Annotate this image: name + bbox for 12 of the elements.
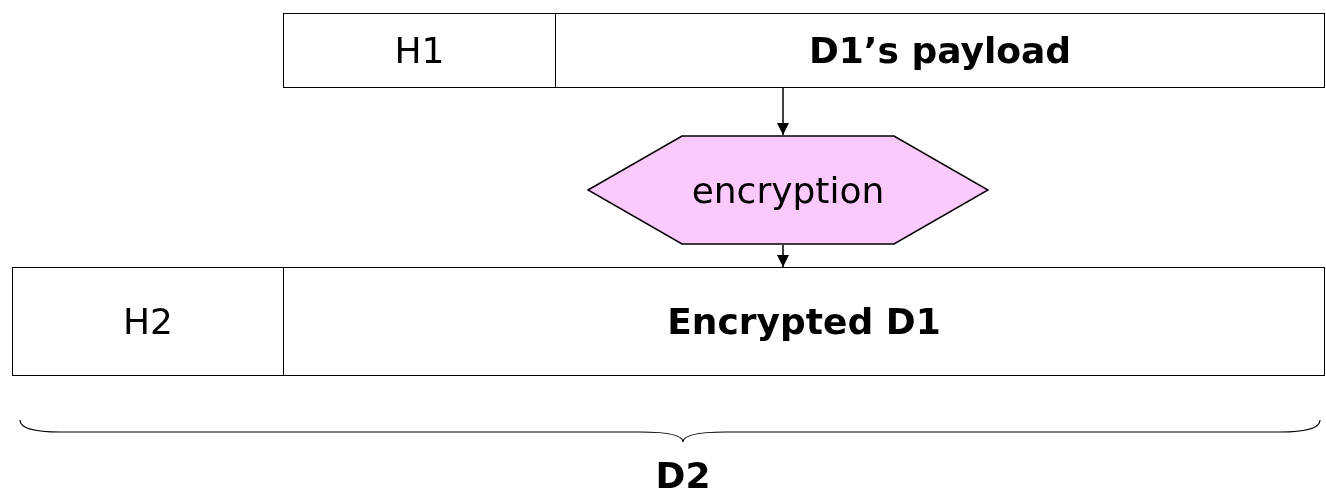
span-label: D2 [655,455,711,496]
cell-text: D1’s payload [808,30,1072,71]
arrow [777,87,789,136]
cell-text: H1 [394,30,445,71]
header-cell [283,13,556,88]
header-cell [12,267,284,376]
payload-cell [283,267,1325,376]
cell-text: H2 [123,301,173,342]
arrow [777,244,789,268]
cell-text: Encrypted D1 [667,301,941,342]
payload-cell [555,13,1325,88]
cell-text: encryption [691,169,885,211]
